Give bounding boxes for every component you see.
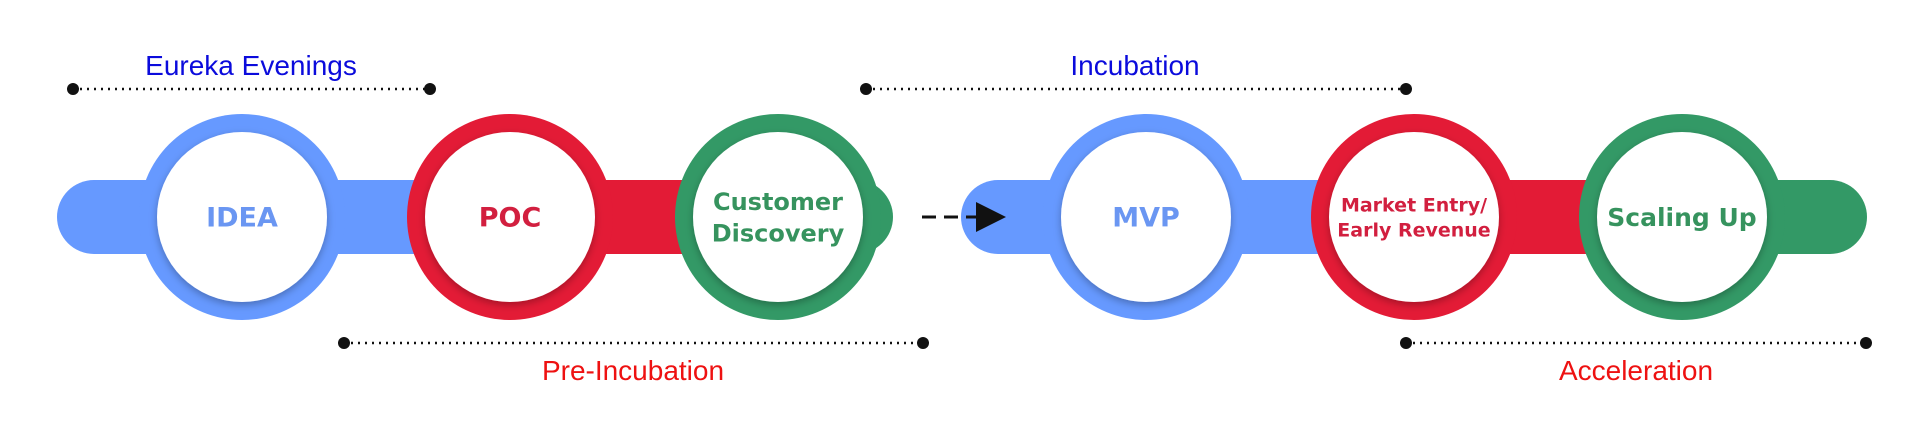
range-acceleration-label: Acceleration xyxy=(1559,355,1713,386)
stage-idea-label: IDEA xyxy=(206,203,278,234)
stage-label-line: Early Revenue xyxy=(1337,219,1490,241)
stage-idea-center xyxy=(157,132,327,302)
range-eureka-label: Eureka Evenings xyxy=(145,50,357,81)
stage-label-line: MVP xyxy=(1112,203,1180,234)
range-acceleration-end-dot xyxy=(1860,337,1872,349)
range-incubation: Incubation xyxy=(860,50,1412,95)
stage-scaling-up: Scaling Up xyxy=(1579,114,1785,320)
stage-label-line: IDEA xyxy=(206,203,278,234)
range-pre-incubation-end-dot xyxy=(917,337,929,349)
stage-customer-discovery-center xyxy=(693,132,863,302)
range-eureka-end-dot xyxy=(424,83,436,95)
stage-mvp-center xyxy=(1061,132,1231,302)
stage-poc: POC xyxy=(407,114,613,320)
range-pre-incubation-start-dot xyxy=(338,337,350,349)
range-pre-incubation-label: Pre-Incubation xyxy=(542,355,724,386)
stage-label-line: Customer xyxy=(713,188,843,216)
range-eureka-start-dot xyxy=(67,83,79,95)
stage-idea: IDEA xyxy=(139,114,345,320)
stage-scaling-up-label: Scaling Up xyxy=(1607,203,1756,232)
range-acceleration: Acceleration xyxy=(1400,337,1872,386)
stage-mvp: MVP xyxy=(1043,114,1249,320)
range-incubation-end-dot xyxy=(1400,83,1412,95)
stage-poc-label: POC xyxy=(479,203,542,234)
stage-label-line: Discovery xyxy=(712,219,845,247)
stage-market-entry-early-revenue-label: Market Entry/Early Revenue xyxy=(1337,194,1490,241)
range-incubation-label: Incubation xyxy=(1070,50,1199,81)
stage-scaling-up-center xyxy=(1597,132,1767,302)
stage-label-line: POC xyxy=(479,203,542,234)
range-incubation-start-dot xyxy=(860,83,872,95)
stage-market-entry-early-revenue: Market Entry/Early Revenue xyxy=(1311,114,1517,320)
range-acceleration-start-dot xyxy=(1400,337,1412,349)
stage-mvp-label: MVP xyxy=(1112,203,1180,234)
stage-group-incubation: MVP Market Entry/Early Revenue Scaling Up xyxy=(961,114,1867,320)
stage-market-entry-early-revenue-center xyxy=(1329,132,1499,302)
stage-label-line: Market Entry/ xyxy=(1341,194,1487,216)
range-eureka-evenings: Eureka Evenings xyxy=(67,50,436,95)
ring-layer: MVP Market Entry/Early Revenue Scaling Up xyxy=(1043,114,1785,320)
range-pre-incubation: Pre-Incubation xyxy=(338,337,929,386)
stage-poc-center xyxy=(425,132,595,302)
stage-label-line: Scaling Up xyxy=(1607,203,1756,232)
